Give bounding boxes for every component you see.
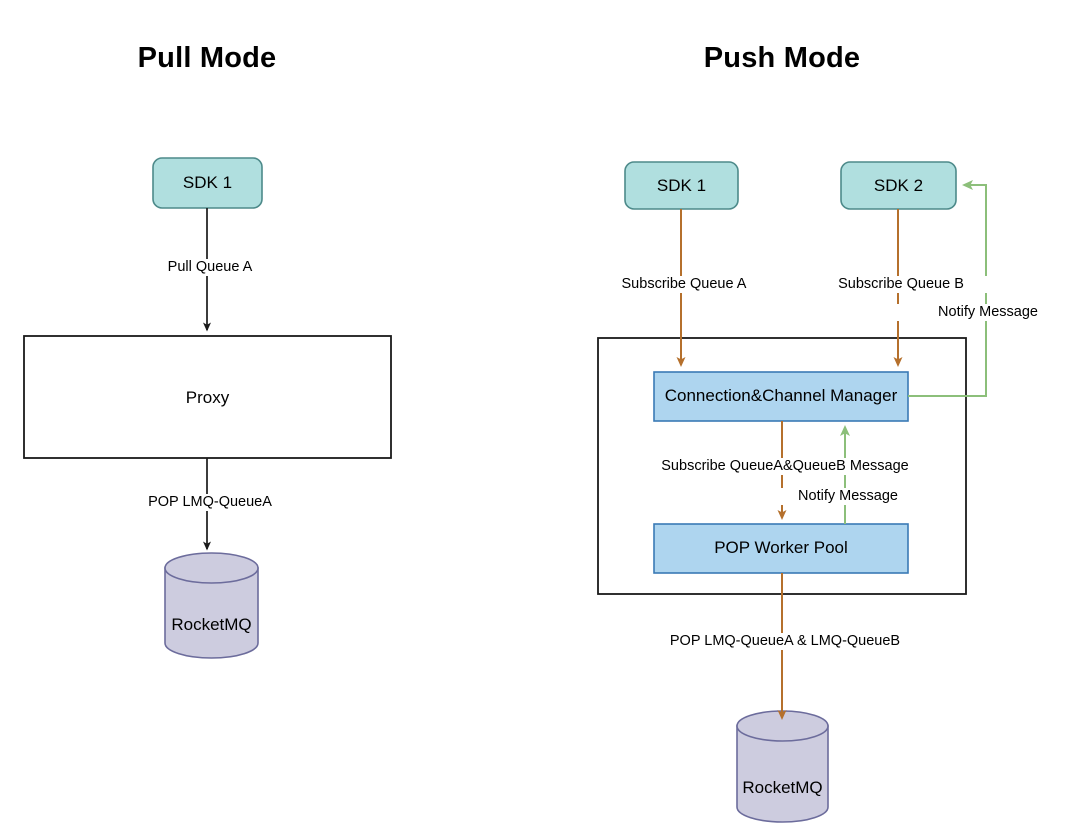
push-ccm-shape[interactable] [653,371,909,422]
section-title-push-mode: Push Mode [703,42,861,74]
pull-proxy-shape[interactable] [23,335,392,459]
push-sdk1-shape[interactable] [624,161,739,210]
pull-rocketmq-shape[interactable] [164,552,259,659]
pull-sdk1-shape[interactable] [152,157,263,209]
push-rocketmq-shape[interactable] [736,710,829,823]
section-title-pull-mode: Pull Mode [137,42,277,74]
push-sdk2-shape[interactable] [840,161,957,210]
push-worker-pool-shape[interactable] [653,523,909,574]
